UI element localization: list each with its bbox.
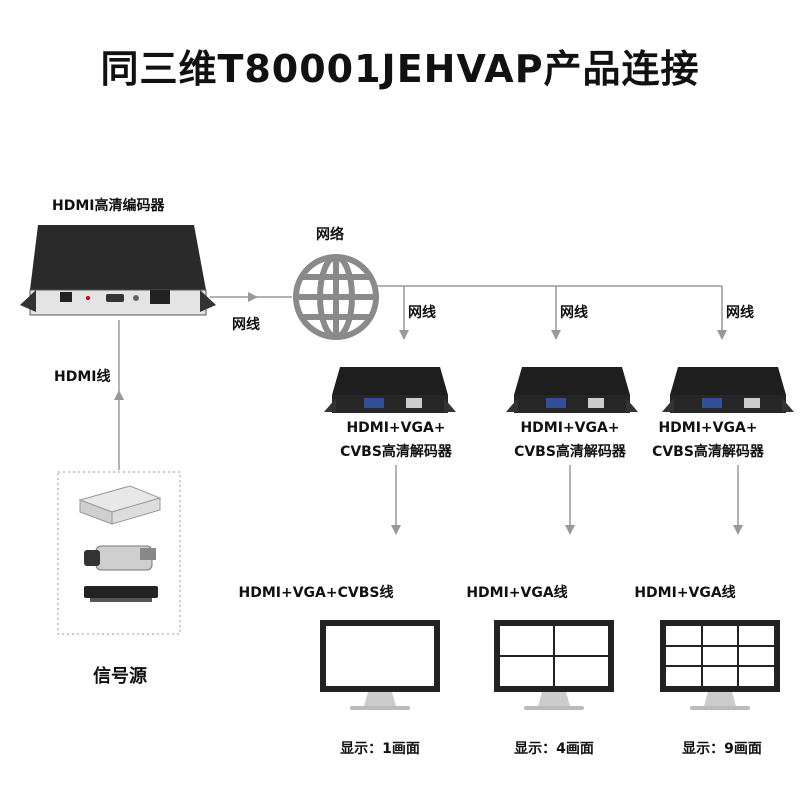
monitor1-cable-label: HDMI+VGA+CVBS线 xyxy=(238,585,394,601)
monitor-9-icon xyxy=(660,620,780,710)
decoder-device-icon xyxy=(662,367,794,413)
monitor2-cable-label: HDMI+VGA线 xyxy=(466,585,568,601)
monitor-1-icon xyxy=(320,620,440,710)
decoder3-label-line2: CVBS高清解码器 xyxy=(652,444,764,460)
encoder-device-icon xyxy=(20,225,216,316)
encoder-label: HDMI高清编码器 xyxy=(52,198,165,214)
set-top-box-icon xyxy=(78,485,162,525)
monitor3-cable-label: HDMI+VGA线 xyxy=(634,585,736,601)
network-label: 网络 xyxy=(316,227,344,243)
monitor1-display-label: 显示：1画面 xyxy=(340,741,420,757)
decoder1-label-line1: HDMI+VGA+ xyxy=(346,420,446,436)
monitor2-display-label: 显示：4画面 xyxy=(514,741,594,757)
hdmi-cable-label: HDMI线 xyxy=(54,369,111,385)
decoder2-net-cable-label: 网线 xyxy=(560,305,588,321)
signal-source-group xyxy=(57,471,181,635)
signal-source-label: 信号源 xyxy=(93,666,147,687)
decoder1-label-line2: CVBS高清解码器 xyxy=(340,444,452,460)
decoder-device-icon xyxy=(506,367,638,413)
monitor3-display-label: 显示：9画面 xyxy=(682,741,762,757)
decoder3-net-cable-label: 网线 xyxy=(726,305,754,321)
page-title: 同三维T80001JEHVAP产品连接 xyxy=(100,47,700,91)
connection-lines xyxy=(114,285,743,535)
dvd-player-icon xyxy=(84,586,158,602)
decoder2-label-line2: CVBS高清解码器 xyxy=(514,444,626,460)
encoder-net-cable-label: 网线 xyxy=(232,317,260,333)
decoder-device-icon xyxy=(324,367,456,413)
decoder3-label-line1: HDMI+VGA+ xyxy=(658,420,758,436)
camcorder-icon xyxy=(84,545,156,571)
monitor-4-icon xyxy=(494,620,614,710)
decoder1-net-cable-label: 网线 xyxy=(408,305,436,321)
network-globe-icon xyxy=(293,254,379,340)
decoder2-label-line1: HDMI+VGA+ xyxy=(520,420,620,436)
